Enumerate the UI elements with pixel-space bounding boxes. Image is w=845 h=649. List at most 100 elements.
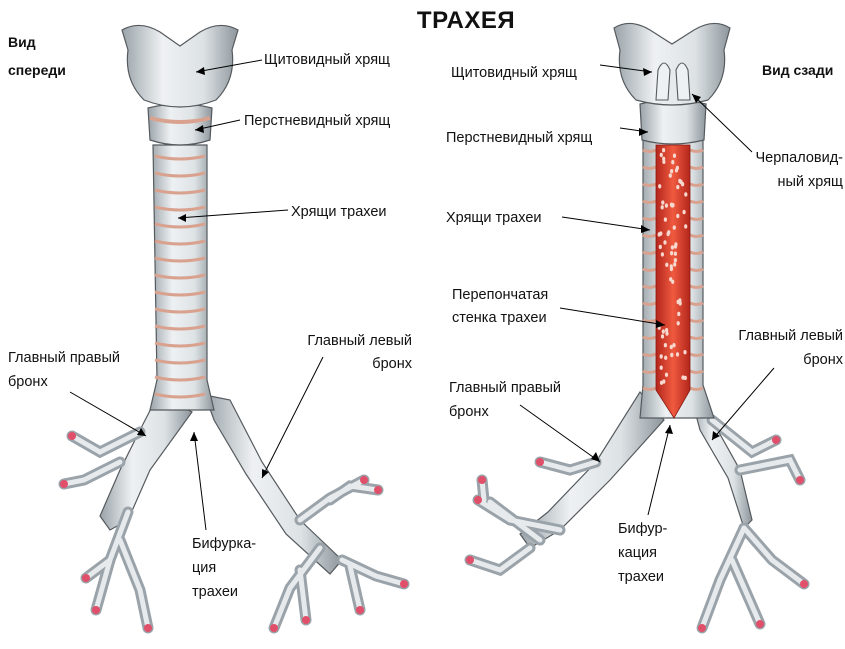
membrane-gland <box>684 192 687 196</box>
label-tracheal-cartilages: Хрящи трахеи <box>291 204 387 220</box>
trachea-ring <box>643 252 656 254</box>
trachea-ring <box>690 371 703 373</box>
membrane-gland <box>669 277 672 281</box>
trachea-ring <box>643 371 656 373</box>
membrane-gland <box>660 354 663 358</box>
membrane-gland <box>683 350 686 354</box>
membrane-gland <box>680 180 683 184</box>
front-cricoid-cartilage <box>148 104 212 145</box>
membrane-gland <box>674 242 677 246</box>
diagram-title: ТРАХЕЯ <box>417 7 515 34</box>
label-cricoid-cartilage: Перстневидный хрящ <box>446 130 592 146</box>
membrane-gland <box>665 203 668 207</box>
membrane-gland <box>673 262 676 266</box>
membrane-gland <box>661 200 664 204</box>
trachea-ring <box>690 388 703 390</box>
membrane-gland <box>684 224 687 228</box>
trachea-ring <box>643 337 656 339</box>
trachea-ring <box>690 235 703 237</box>
label-right-main-bronchus: бронх <box>8 374 48 390</box>
membrane-gland <box>670 353 673 357</box>
membrane-gland <box>677 312 680 316</box>
trachea-ring <box>690 337 703 339</box>
label-bifurcation: Бифурка- <box>192 536 256 552</box>
membrane-gland <box>669 173 672 177</box>
membrane-gland <box>659 231 662 235</box>
trachea-ring <box>690 252 703 254</box>
membrane-gland <box>665 373 668 377</box>
label-left-main-bronchus: бронх <box>372 356 412 372</box>
membrane-gland <box>676 214 679 218</box>
membrane-gland <box>665 263 668 267</box>
label-right-main-bronchus: Главный правый <box>449 380 561 396</box>
label-arytenoid-cartilage: Черпаловид- <box>756 150 844 166</box>
trachea-ring <box>643 286 656 288</box>
membrane-gland <box>661 334 664 338</box>
membrane-gland <box>660 381 663 385</box>
label-left-main-bronchus: бронх <box>803 352 843 368</box>
back-thyroid-cartilage <box>614 23 730 105</box>
membrane-gland <box>673 225 676 229</box>
back-cricoid-cartilage <box>640 100 706 144</box>
membrane-gland <box>671 203 674 207</box>
trachea-ring <box>643 167 656 169</box>
membrane-gland <box>671 160 674 164</box>
membrane-gland <box>676 185 679 189</box>
back-view-label: Вид сзади <box>762 62 833 78</box>
front-thyroid-cartilage <box>122 25 238 107</box>
membrane-gland <box>670 264 673 268</box>
membrane-gland <box>667 232 670 236</box>
membrane-gland <box>661 205 664 209</box>
back-view: Вид сзади <box>446 23 844 632</box>
label-membranous-wall: стенка трахеи <box>452 310 547 326</box>
trachea-ring <box>643 184 656 186</box>
membrane-gland <box>676 352 679 356</box>
membrane-gland <box>660 153 663 157</box>
trachea-ring <box>643 235 656 237</box>
membrane-gland <box>673 154 676 158</box>
membrane-gland <box>662 148 665 152</box>
membrane-gland <box>662 157 665 161</box>
membrane-gland <box>665 328 668 332</box>
front-view-label: Вид <box>8 34 36 50</box>
membrane-gland <box>678 298 681 302</box>
trachea-ring <box>643 218 656 220</box>
label-bifurcation: трахеи <box>618 569 664 585</box>
trachea-ring <box>690 303 703 305</box>
label-left-main-bronchus: Главный левый <box>307 333 412 349</box>
trachea-ring <box>690 218 703 220</box>
membrane-gland <box>683 210 686 214</box>
front-view-label: спереди <box>8 62 66 78</box>
front-view: Вид спереди <box>8 25 413 632</box>
membrane-gland <box>664 356 667 360</box>
membrane-gland <box>662 329 665 333</box>
membrane-gland <box>671 245 674 249</box>
label-tracheal-cartilages: Хрящи трахеи <box>446 210 542 226</box>
trachea-ring <box>690 184 703 186</box>
trachea-ring <box>690 150 703 152</box>
label-bifurcation: Бифур- <box>618 521 668 537</box>
label-bifurcation: трахеи <box>192 584 238 600</box>
membrane-gland <box>672 343 675 347</box>
membrane-gland <box>658 184 661 188</box>
trachea-ring <box>690 201 703 203</box>
label-bifurcation: ция <box>192 560 216 576</box>
membrane-gland <box>675 168 678 172</box>
trachea-ring <box>643 269 656 271</box>
trachea-ring <box>690 286 703 288</box>
trachea-ring <box>690 269 703 271</box>
membrane-gland <box>660 366 663 370</box>
label-thyroid-cartilage: Щитовидный хрящ <box>451 65 577 81</box>
trachea-ring <box>643 354 656 356</box>
membrane-gland <box>674 252 677 256</box>
membrane-gland <box>674 258 677 262</box>
label-left-main-bronchus: Главный левый <box>738 328 843 344</box>
trachea-ring <box>643 201 656 203</box>
label-right-main-bronchus: бронх <box>449 404 489 420</box>
trachea-ring <box>643 303 656 305</box>
membrane-gland <box>661 252 664 256</box>
membrane-gland <box>670 251 673 255</box>
trachea-ring <box>643 388 656 390</box>
membrane-gland <box>664 217 667 221</box>
